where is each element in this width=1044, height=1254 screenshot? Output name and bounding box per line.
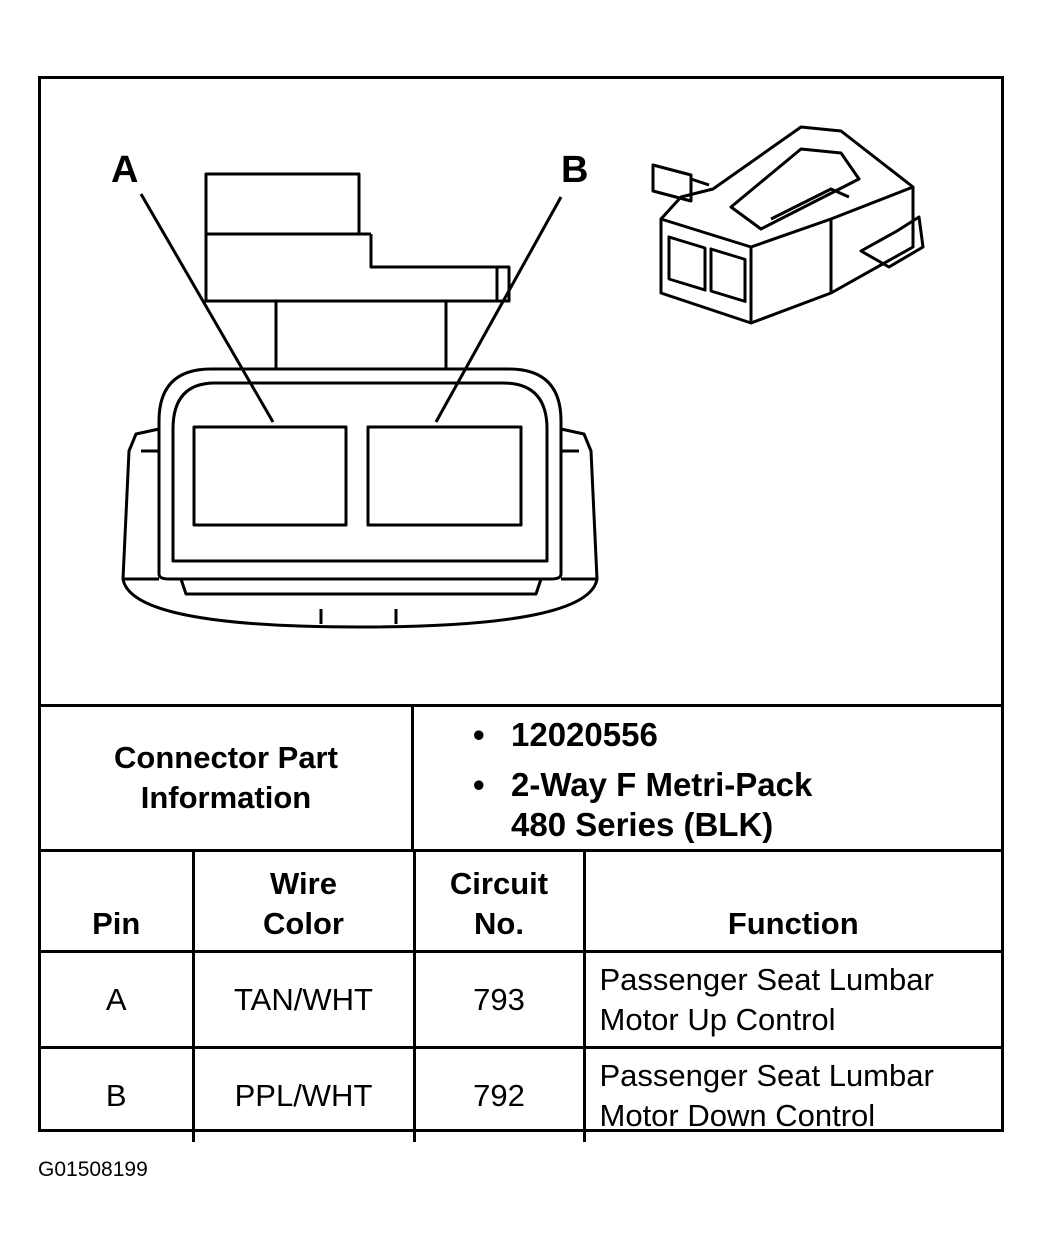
latch-neck: [274, 301, 448, 371]
leader-line-a: [139, 193, 275, 423]
cell-pin: A: [41, 950, 195, 1049]
latch-base: [204, 234, 511, 303]
cell-circuit-no: 793: [412, 950, 586, 1049]
connector-isometric-view: [651, 125, 925, 325]
connector-inner-shell: [171, 381, 549, 563]
connector-face-illustration: [121, 125, 925, 629]
pin-label-b: B: [561, 149, 589, 191]
connector-info-item: •12020556: [473, 716, 658, 753]
cavity-a: [192, 425, 348, 527]
cell-function: Passenger Seat Lumbar Motor Down Control: [582, 1046, 1001, 1142]
connector-info-list: •12020556 •2-Way F Metri-Pack 480 Series…: [473, 715, 851, 855]
header-pin: Pin: [41, 852, 195, 953]
pin-table: Pin Wire Color Circuit No. Function A TA…: [41, 852, 1001, 1142]
table-row: A TAN/WHT 793 Passenger Seat Lumbar Moto…: [41, 950, 1001, 1049]
diagram-frame: A B Connector Part Information •12020556…: [38, 76, 1004, 1142]
header-circuit-no: Circuit No.: [412, 852, 586, 953]
connector-drawing: A B: [41, 79, 1001, 707]
cell-wire-color: TAN/WHT: [191, 950, 416, 1049]
bullet-icon: •: [473, 766, 485, 803]
cavity-b: [366, 425, 523, 527]
side-tab-left: [121, 427, 160, 581]
pin-label-a: A: [111, 149, 139, 191]
leader-line-b: [434, 196, 563, 423]
connector-outer-shell: [157, 367, 563, 581]
side-tab-right: [560, 427, 599, 581]
cell-wire-color: PPL/WHT: [191, 1046, 416, 1142]
latch-top: [204, 172, 361, 236]
bullet-icon: •: [473, 716, 485, 753]
pin-table-header: Pin Wire Color Circuit No. Function: [41, 852, 1001, 953]
connector-info-label: Connector Part Information: [41, 707, 414, 849]
connector-info-item: •2-Way F Metri-Pack 480 Series (BLK): [473, 766, 813, 843]
header-wire-color: Wire Color: [191, 852, 416, 953]
cell-circuit-no: 792: [412, 1046, 586, 1142]
connector-part-information: Connector Part Information •12020556 •2-…: [41, 704, 1001, 852]
bottom-skirt: [121, 578, 599, 629]
header-function: Function: [582, 852, 1001, 953]
cell-pin: B: [41, 1046, 195, 1142]
figure-id: G01508199: [38, 1158, 148, 1181]
table-row: B PPL/WHT 792 Passenger Seat Lumbar Moto…: [41, 1046, 1001, 1142]
cell-function: Passenger Seat Lumbar Motor Up Control: [582, 950, 1001, 1049]
